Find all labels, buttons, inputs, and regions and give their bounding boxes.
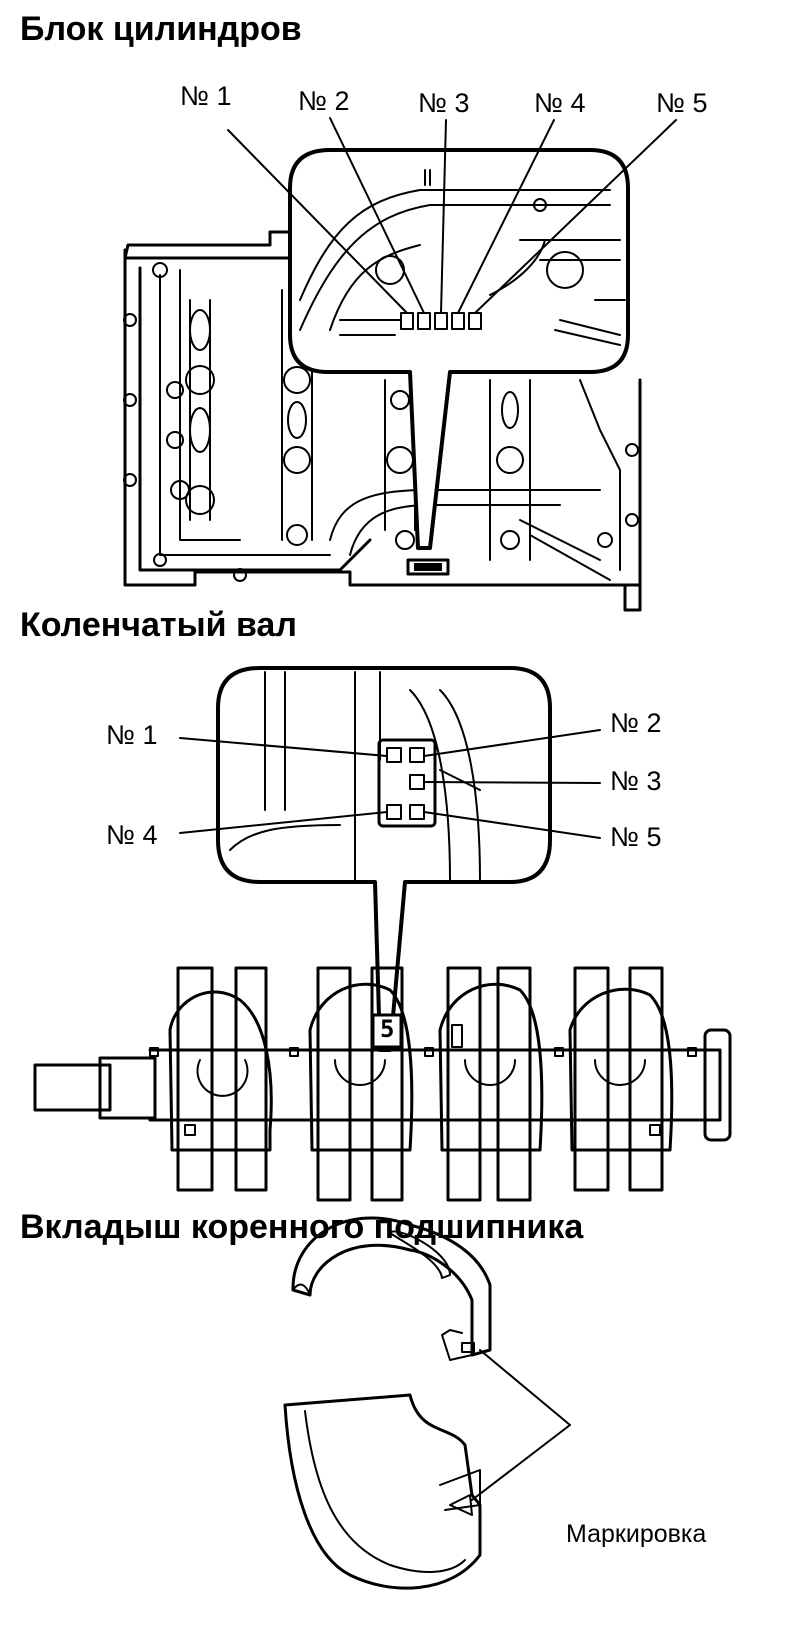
- crankshaft-label-4: № 4: [106, 820, 158, 850]
- block-label-1: № 1: [180, 81, 232, 111]
- crankshaft-label-2: № 2: [610, 708, 662, 738]
- section-title-crankshaft: Коленчатый вал: [20, 606, 297, 644]
- crankshaft-drawing: [33, 666, 732, 1202]
- crankshaft-label-5: № 5: [610, 822, 662, 852]
- section-title-bearing: Вкладыш коренного подшипника: [20, 1208, 584, 1246]
- crankshaft-stamp-digit: 5: [380, 1015, 395, 1043]
- block-label-2: № 2: [298, 86, 350, 116]
- crankshaft-label-1: № 1: [106, 720, 158, 750]
- crankshaft-label-3: № 3: [610, 766, 662, 796]
- block-label-3: № 3: [418, 88, 470, 118]
- block-label-5: № 5: [656, 88, 708, 118]
- block-label-4: № 4: [534, 88, 586, 118]
- cylinder-block-drawing: [123, 117, 677, 612]
- bearing-shell-drawing: [283, 1216, 571, 1590]
- section-title-cylinder-block: Блок цилиндров: [20, 10, 302, 48]
- marking-label: Маркировка: [566, 1520, 707, 1548]
